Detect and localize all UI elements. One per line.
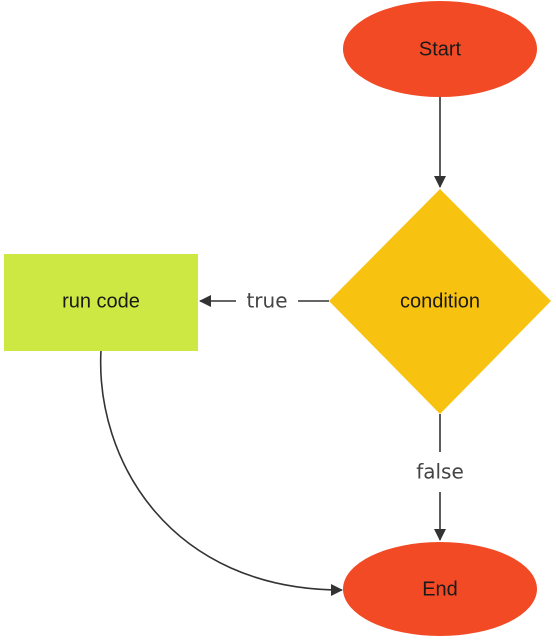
edge-run-code-to-end [99, 349, 343, 596]
node-condition-diamond [329, 189, 551, 414]
edge-label-false: false [416, 460, 464, 484]
node-run-code-label: run code [62, 290, 140, 312]
node-run-code-rectangle [4, 254, 198, 351]
node-start-ellipse [343, 1, 537, 97]
node-start-label: Start [419, 38, 462, 60]
node-end-ellipse [343, 542, 537, 636]
node-condition-label: condition [400, 290, 480, 312]
edge-label-true: true [246, 289, 287, 313]
node-end-label: End [422, 578, 458, 600]
